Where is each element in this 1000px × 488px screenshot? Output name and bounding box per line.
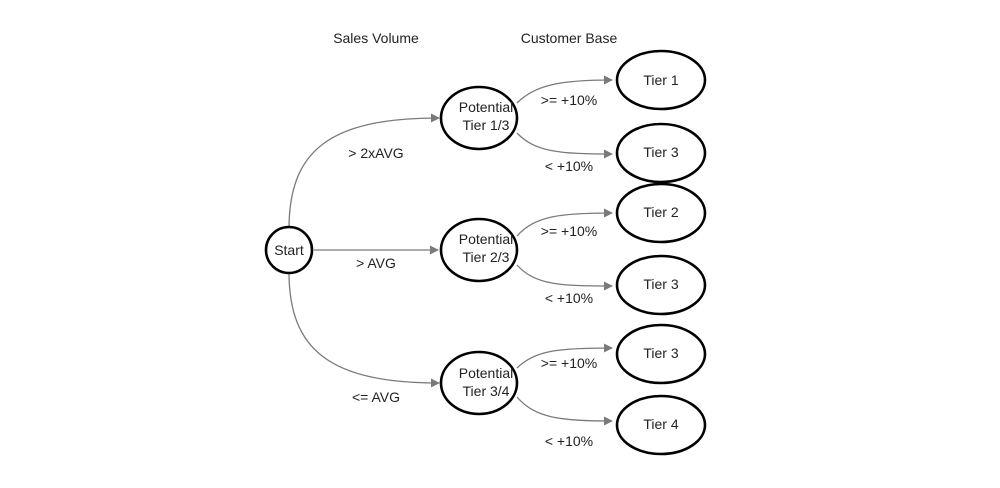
node-tier-e-label: Tier 3 <box>643 345 678 361</box>
edge-label-ge-10-b: >= +10% <box>541 223 597 239</box>
node-tier-b: Tier 3 <box>615 122 707 184</box>
node-potential-tier-2-3: Potential Tier 2/3 <box>439 217 519 283</box>
node-tier-e: Tier 3 <box>615 323 707 385</box>
node-start-label: Start <box>274 242 304 258</box>
edge-label-gt-avg: > AVG <box>356 255 396 271</box>
node-potential-tier-1-3: Potential Tier 1/3 <box>439 85 519 151</box>
node-potential-3-4-line-1: Potential <box>459 365 513 381</box>
edge-potential-2-3-to-tier-c <box>516 208 613 237</box>
edge-label-ge-10-a: >= +10% <box>541 92 597 108</box>
node-potential-tier-3-4: Potential Tier 3/4 <box>439 350 519 416</box>
node-tier-a-label: Tier 1 <box>643 72 678 88</box>
header-customer-base: Customer Base <box>521 30 618 46</box>
node-start: Start <box>264 225 314 275</box>
edge-potential-3-4-to-tier-f <box>516 396 613 426</box>
header-sales-volume: Sales Volume <box>333 30 419 46</box>
node-tier-f-label: Tier 4 <box>643 416 678 432</box>
node-potential-1-3-line-1: Potential <box>459 99 513 115</box>
edge-label-lt-10-b: < +10% <box>545 290 593 306</box>
node-tier-c: Tier 2 <box>615 182 707 244</box>
node-tier-a: Tier 1 <box>615 49 707 111</box>
node-tier-b-label: Tier 3 <box>643 144 678 160</box>
edge-potential-1-3-to-tier-a <box>516 75 613 104</box>
node-tier-d: Tier 3 <box>615 254 707 316</box>
node-potential-2-3-line-1: Potential <box>459 231 513 247</box>
edge-potential-3-4-to-tier-e <box>516 343 613 369</box>
node-potential-1-3-line-2: Tier 1/3 <box>463 117 510 133</box>
edge-potential-2-3-to-tier-d <box>516 264 613 291</box>
edge-start-to-potential-3-4 <box>288 271 440 388</box>
edge-label-ge-10-c: >= +10% <box>541 355 597 371</box>
node-potential-2-3-line-2: Tier 2/3 <box>463 249 510 265</box>
node-tier-f: Tier 4 <box>615 394 707 456</box>
edge-label-gt-2xavg: > 2xAVG <box>348 145 403 161</box>
edge-potential-1-3-to-tier-b <box>516 132 613 159</box>
node-potential-3-4-line-2: Tier 3/4 <box>463 383 510 399</box>
edge-label-lt-10-a: < +10% <box>545 158 593 174</box>
edge-label-lt-10-c: < +10% <box>545 433 593 449</box>
edge-start-to-potential-1-3 <box>288 113 440 230</box>
node-tier-c-label: Tier 2 <box>643 204 678 220</box>
edge-label-le-avg: <= AVG <box>352 389 400 405</box>
node-tier-d-label: Tier 3 <box>643 276 678 292</box>
